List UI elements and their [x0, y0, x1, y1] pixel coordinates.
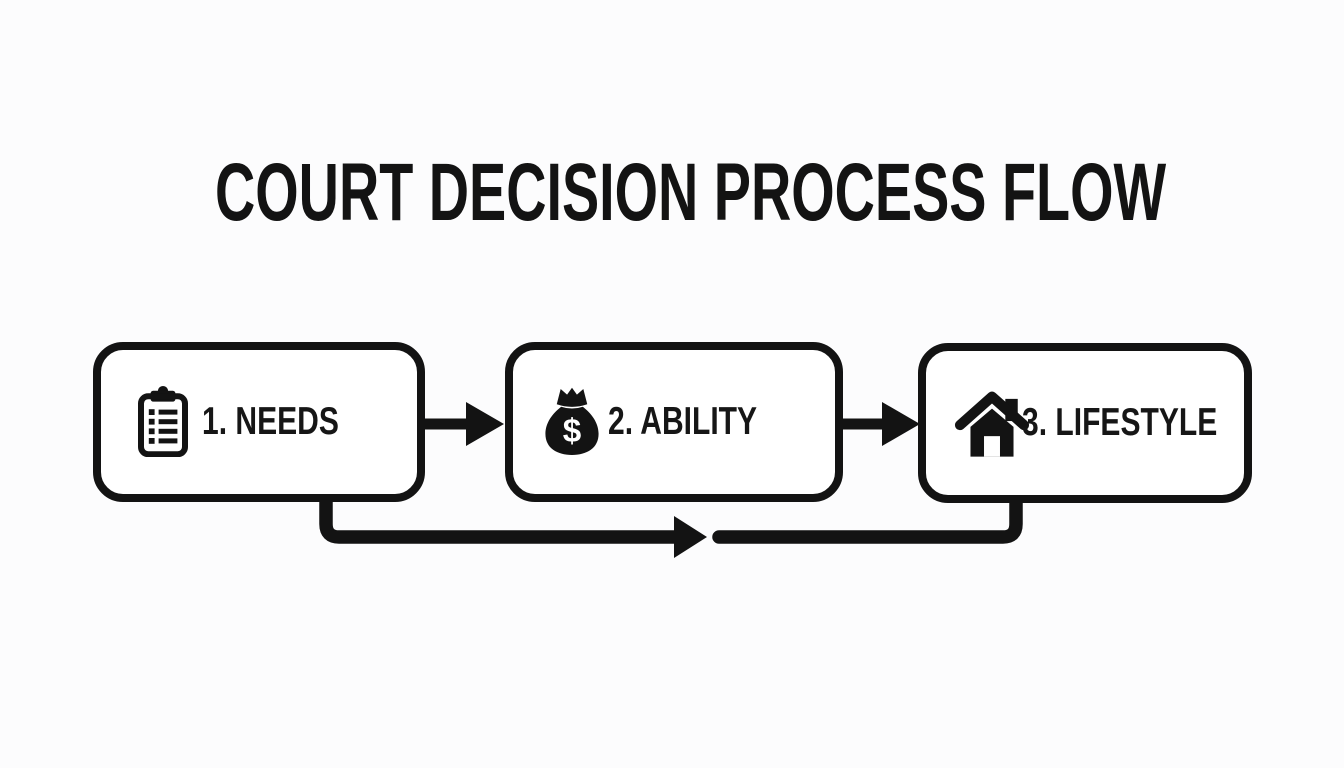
arrow-ability-to-lifestyle: [839, 402, 920, 446]
dollar-symbol: $: [563, 413, 581, 450]
step-label-ability: 2. ABILITY: [608, 400, 758, 443]
step-box-lifestyle: 3. LIFESTYLE: [918, 343, 1252, 503]
money-bag-icon: $: [545, 387, 599, 455]
arrow-needs-to-lifestyle-bypass: [319, 490, 1023, 558]
step-box-ability: $ 2. ABILITY: [505, 342, 843, 502]
house-icon: [954, 391, 1030, 457]
page-title: COURT DECISION PROCESS FLOW: [215, 147, 1167, 238]
step-label-needs: 1. NEEDS: [202, 400, 339, 443]
clipboard-checklist-icon: [138, 386, 188, 457]
step-box-needs: 1. NEEDS: [93, 342, 425, 502]
step-label-lifestyle: 3. LIFESTYLE: [1022, 401, 1218, 444]
arrow-needs-to-ability: [421, 402, 504, 446]
